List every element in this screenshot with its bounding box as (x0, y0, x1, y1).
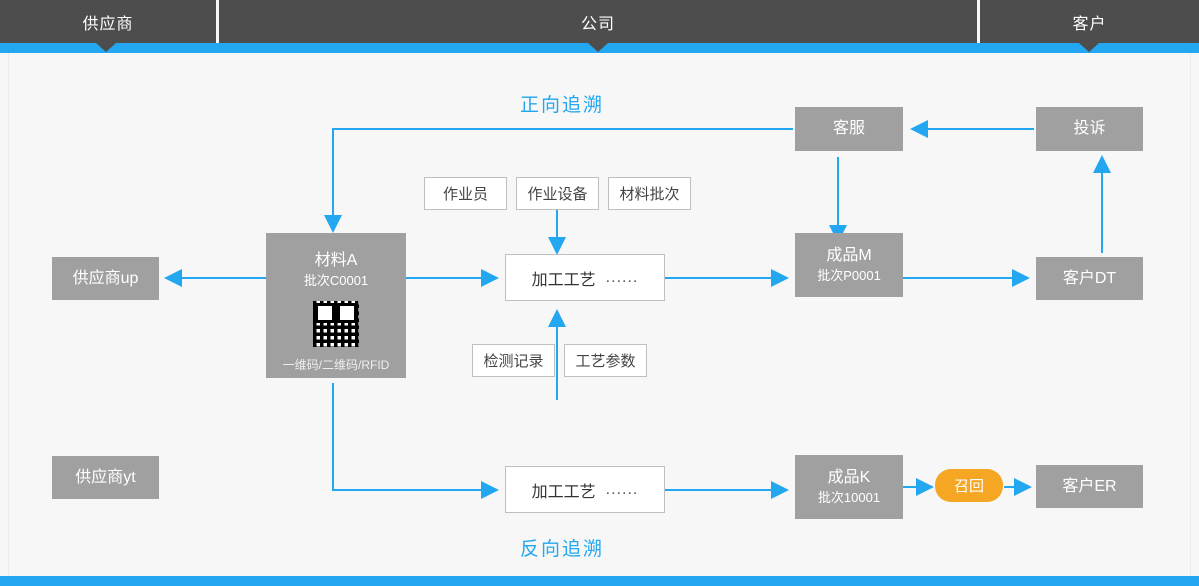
node-product-m[interactable]: 成品M 批次P0001 (795, 233, 903, 297)
header-company: 公司 (219, 0, 977, 43)
column-separator-right (1190, 53, 1191, 576)
attribute-process-parameter-label: 工艺参数 (575, 353, 636, 370)
process-top-dots: ...... (605, 268, 639, 286)
column-separator-left (8, 53, 9, 576)
node-product-k-batch: 批次10001 (817, 490, 881, 506)
node-customer-dt-label: 客户DT (1062, 269, 1117, 287)
attribute-operator[interactable]: 作业员 (424, 177, 507, 210)
forward-trace-label: 正向追溯 (520, 95, 605, 116)
node-material-a-batch: 批次C0001 (303, 273, 369, 289)
process-top-label: 加工工艺 (531, 271, 596, 289)
node-product-m-batch: 批次P0001 (817, 268, 881, 284)
header-supplier-label: 供应商 (82, 15, 134, 33)
diagram-canvas: 正向追溯 反向追溯 供应商up 供应商yt 材料A 批次C0001 一维码/二维… (0, 53, 1199, 576)
header-customer: 客户 (980, 0, 1199, 43)
attribute-operator-label: 作业员 (442, 186, 488, 203)
attribute-equipment-label: 作业设备 (527, 186, 588, 203)
header-customer-arrow-icon (1079, 43, 1099, 52)
header-company-label: 公司 (580, 15, 615, 33)
reverse-trace-label: 反向追溯 (520, 539, 605, 560)
attribute-inspection-record[interactable]: 检测记录 (472, 344, 555, 377)
node-supplier-up[interactable]: 供应商up (52, 257, 159, 300)
attribute-inspection-record-label: 检测记录 (483, 353, 544, 370)
node-recall[interactable]: 召回 (935, 469, 1003, 502)
node-material-a-title: 材料A (314, 252, 358, 269)
process-bottom[interactable]: 加工工艺 ...... (505, 466, 665, 513)
node-material-a[interactable]: 材料A 批次C0001 一维码/二维码/RFID (266, 233, 406, 378)
node-customer-service-label: 客服 (832, 120, 865, 138)
qr-code-icon (313, 301, 359, 348)
process-top[interactable]: 加工工艺 ...... (505, 254, 665, 301)
header-supplier: 供应商 (0, 0, 216, 43)
node-customer-er-label: 客户ER (1062, 477, 1117, 495)
node-supplier-yt-label: 供应商yt (75, 468, 136, 486)
node-material-a-codes: 一维码/二维码/RFID (282, 358, 390, 373)
node-product-m-title: 成品M (826, 246, 872, 264)
node-product-k[interactable]: 成品K 批次10001 (795, 455, 903, 519)
header-company-arrow-icon (588, 43, 608, 52)
node-customer-er[interactable]: 客户ER (1036, 465, 1143, 508)
process-bottom-dots: ...... (605, 480, 639, 498)
node-recall-label: 召回 (953, 478, 984, 495)
node-product-k-title: 成品K (827, 468, 871, 486)
attribute-equipment[interactable]: 作业设备 (516, 177, 599, 210)
node-complaint-label: 投诉 (1073, 120, 1106, 138)
node-complaint[interactable]: 投诉 (1036, 107, 1143, 151)
accent-bar-bottom (0, 576, 1199, 586)
header-customer-label: 客户 (1072, 15, 1107, 33)
node-customer-service[interactable]: 客服 (795, 107, 903, 151)
attribute-material-batch[interactable]: 材料批次 (608, 177, 691, 210)
node-supplier-yt[interactable]: 供应商yt (52, 456, 159, 499)
attribute-process-parameter[interactable]: 工艺参数 (564, 344, 647, 377)
attribute-material-batch-label: 材料批次 (619, 186, 680, 203)
node-supplier-up-label: 供应商up (72, 269, 139, 287)
node-customer-dt[interactable]: 客户DT (1036, 257, 1143, 300)
connector-lines (164, 120, 1111, 499)
header-supplier-arrow-icon (96, 43, 116, 52)
process-bottom-label: 加工工艺 (531, 483, 596, 501)
